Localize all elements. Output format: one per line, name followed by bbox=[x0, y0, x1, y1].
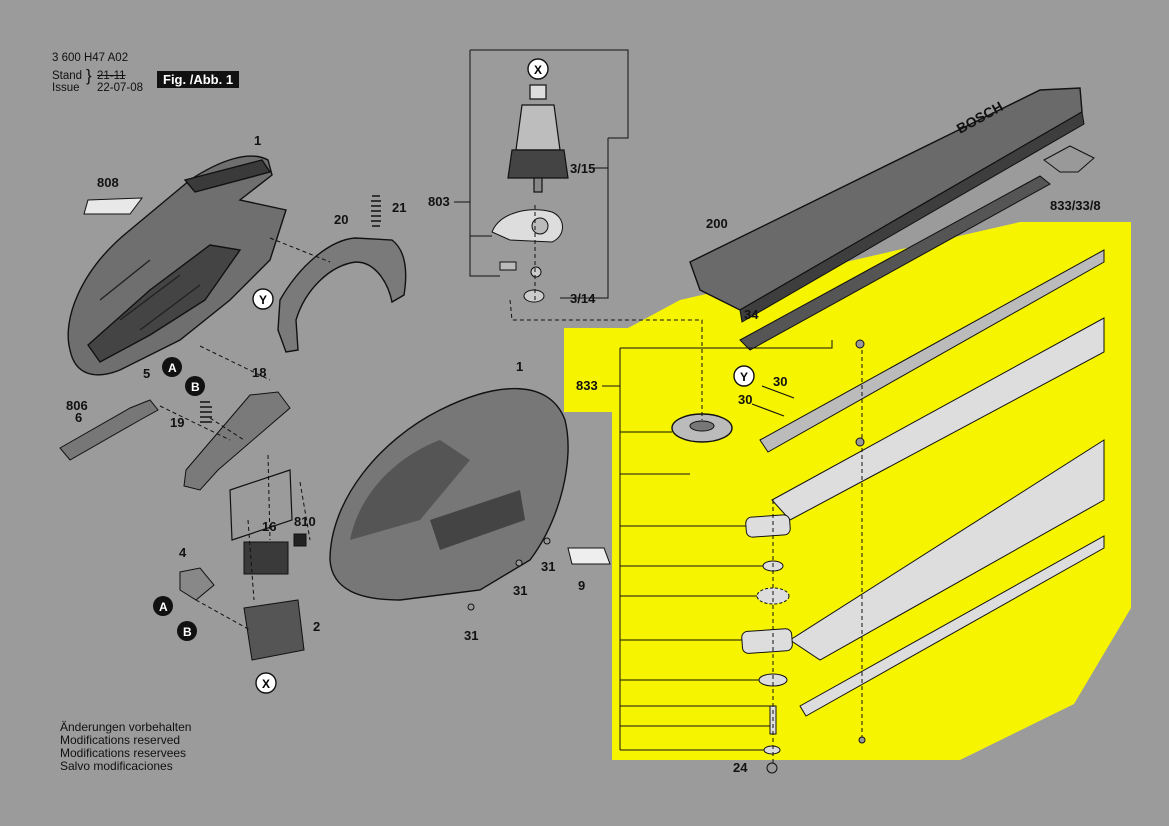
part-label: 5 bbox=[143, 366, 150, 381]
note-line: Modifications reservees bbox=[60, 746, 187, 760]
part-label: 6 bbox=[75, 410, 82, 425]
part-label: 16 bbox=[262, 519, 276, 534]
screws-31 bbox=[467, 339, 866, 774]
stand-value: 21-11 bbox=[97, 70, 126, 82]
svg-text:Y: Y bbox=[259, 293, 267, 307]
part-label: 31 bbox=[513, 583, 527, 598]
part-label: 806 bbox=[66, 398, 88, 413]
part-label: 803 bbox=[428, 194, 450, 209]
cable-806 bbox=[59, 399, 159, 461]
key-833-33-8 bbox=[1043, 145, 1095, 173]
switch-frame bbox=[229, 469, 293, 541]
part-label: 9 bbox=[578, 578, 585, 593]
part-label: 1 bbox=[254, 133, 261, 148]
badge-a-top: A bbox=[162, 357, 182, 377]
part-label: 19 bbox=[170, 415, 184, 430]
part-label: 18 bbox=[252, 365, 266, 380]
part-label: 833/33/8 bbox=[1050, 198, 1101, 213]
field-coil-2 bbox=[243, 599, 305, 661]
note-line: Änderungen vorbehalten bbox=[60, 720, 192, 734]
terminal-4 bbox=[179, 567, 215, 601]
part-label: 200 bbox=[706, 216, 728, 231]
flat-bar bbox=[799, 535, 1105, 717]
part-label: 1 bbox=[516, 359, 523, 374]
blade-assembly-highlight bbox=[564, 222, 1131, 760]
upper-blade bbox=[759, 249, 1105, 453]
stand-label: Stand bbox=[52, 70, 83, 82]
part-label: 20 bbox=[334, 212, 348, 227]
svg-text:X: X bbox=[262, 677, 270, 691]
svg-text:X: X bbox=[534, 63, 542, 77]
issue-value: 22-07-08 bbox=[97, 82, 144, 94]
label-808 bbox=[83, 197, 144, 215]
spring-21 bbox=[371, 195, 381, 227]
brace: } bbox=[86, 66, 92, 85]
note-line: Salvo modificaciones bbox=[60, 759, 173, 773]
doc-number: 3 600 H47 A02 bbox=[52, 52, 129, 64]
part-label: 833 bbox=[576, 378, 598, 393]
badge-b-bottom: B bbox=[177, 621, 197, 641]
badge-b-top: B bbox=[185, 376, 205, 396]
part-label: 30 bbox=[773, 374, 787, 389]
part-label: 31 bbox=[464, 628, 478, 643]
part-labels: 1 808 21 20 803 3/15 3/14 200 833/33/8 3… bbox=[66, 133, 1101, 775]
bearing-plate bbox=[491, 209, 563, 243]
part-label: 21 bbox=[392, 200, 406, 215]
badge-y-right: Y bbox=[733, 365, 755, 387]
part-label: 3/15 bbox=[570, 161, 595, 176]
badge-a-bottom: A bbox=[153, 596, 173, 616]
spring-19 bbox=[200, 401, 212, 423]
label-9 bbox=[567, 547, 611, 565]
part-label: 4 bbox=[179, 545, 187, 560]
armature bbox=[507, 84, 569, 193]
part-label: 30 bbox=[738, 392, 752, 407]
figure-tag: Fig. /Abb. 1 bbox=[157, 71, 240, 88]
lower-blade bbox=[789, 439, 1105, 661]
part-label: 2 bbox=[313, 619, 320, 634]
svg-text:A: A bbox=[168, 361, 177, 375]
part-label: 810 bbox=[294, 514, 316, 529]
part-label: 34 bbox=[744, 307, 759, 322]
part-label: 808 bbox=[97, 175, 119, 190]
housing-shell bbox=[67, 155, 287, 376]
housing-1 bbox=[329, 387, 569, 601]
notes: Änderungen vorbehalten Modifications res… bbox=[60, 721, 191, 773]
part-label: 24 bbox=[733, 760, 748, 775]
badge-y-left: Y bbox=[252, 288, 274, 310]
svg-text:B: B bbox=[183, 625, 192, 639]
guard-20 bbox=[277, 237, 407, 353]
svg-text:Y: Y bbox=[740, 370, 748, 384]
note-line: Modifications reserved bbox=[60, 733, 181, 747]
part-label: 3/14 bbox=[570, 291, 596, 306]
badge-x-top: X bbox=[527, 58, 549, 80]
switch-18 bbox=[183, 391, 291, 491]
issue-label: Issue bbox=[52, 82, 80, 94]
pins-30 bbox=[751, 385, 795, 417]
part-810 bbox=[293, 533, 307, 547]
part-label: 31 bbox=[541, 559, 555, 574]
svg-text:B: B bbox=[191, 380, 200, 394]
blade-bar bbox=[771, 317, 1105, 521]
svg-text:A: A bbox=[159, 600, 168, 614]
badge-x-bottom: X bbox=[255, 672, 277, 694]
rail-34 bbox=[739, 175, 1051, 351]
